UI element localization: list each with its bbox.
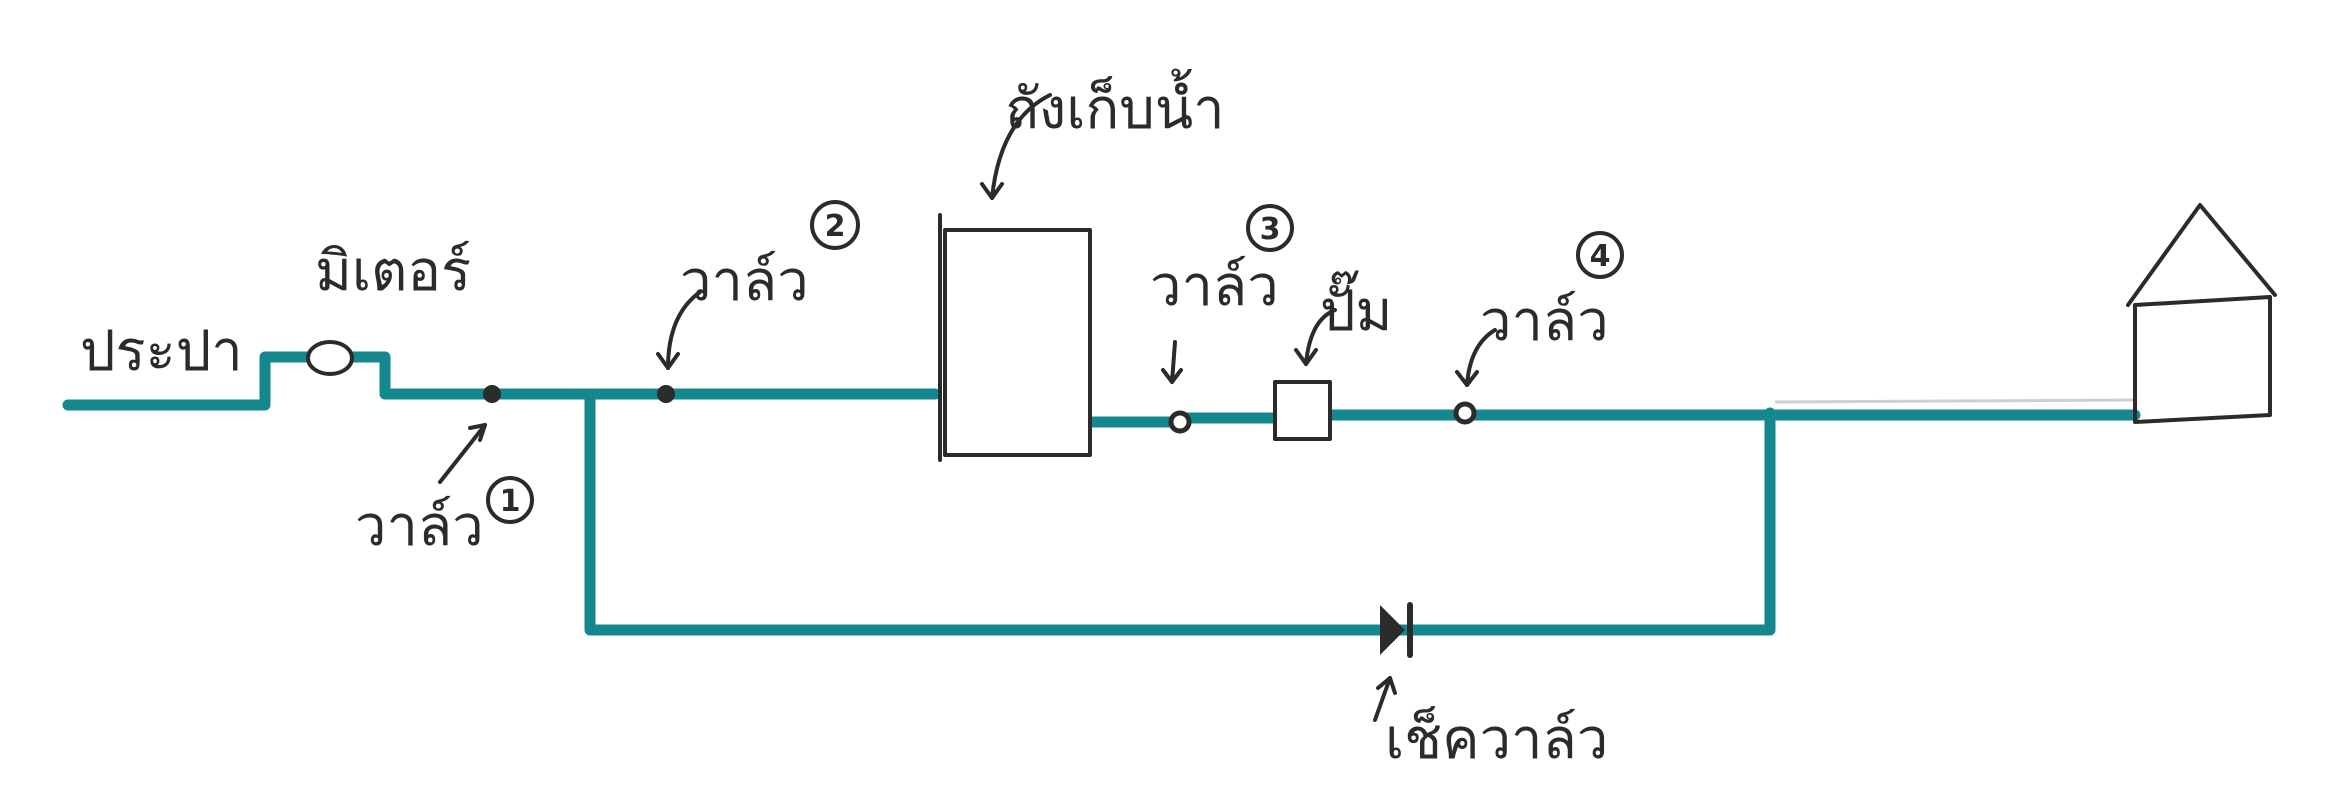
valve-3-symbol [1168,410,1192,434]
label-valve-3: วาล์ว [1150,254,1279,319]
arrow-to-pump [1294,308,1337,366]
valve-3-number: 3 [1260,212,1281,247]
arrow-to-valve-2 [656,290,702,370]
label-meter: มิเตอร์ [315,239,471,304]
water-tank [943,228,1092,457]
valve-4-number-circle [1576,231,1624,279]
label-source: ประปา [80,319,243,384]
valve-1-number-circle [486,476,534,524]
label-valve-1: วาล์ว [355,494,484,559]
valve-1-symbol [483,385,501,403]
arrow-to-valve-1 [438,423,487,484]
label-valve-2: วาล์ว [680,249,809,314]
arrow-to-valve-4 [1455,328,1497,387]
check-valve-symbol [1380,605,1405,655]
bypass-pipe [584,388,1776,636]
valve-4-symbol [1453,401,1477,425]
arrow-to-tank [980,93,1052,200]
meter-symbol [306,340,354,376]
label-tank: ถังเก็บน้ำ [1005,69,1225,142]
valve-2-symbol [657,385,675,403]
label-pump: ปั๊ม [1320,270,1392,344]
valve-4-number: 4 [1590,239,1611,274]
pump-symbol [1273,380,1332,441]
faint-line [1774,398,2136,404]
arrow-to-valve-3 [1161,340,1183,384]
valve-2-number-circle [810,200,860,250]
arrow-to-check-valve [1373,676,1397,722]
valve-1-number: 1 [500,484,521,519]
label-check-valve: เช็ควาล์ว [1385,705,1608,772]
valve-3-number-circle [1246,204,1294,252]
valve-2-number: 2 [825,209,846,244]
house-icon [2126,203,2277,424]
label-valve-4: วาล์ว [1480,289,1609,354]
